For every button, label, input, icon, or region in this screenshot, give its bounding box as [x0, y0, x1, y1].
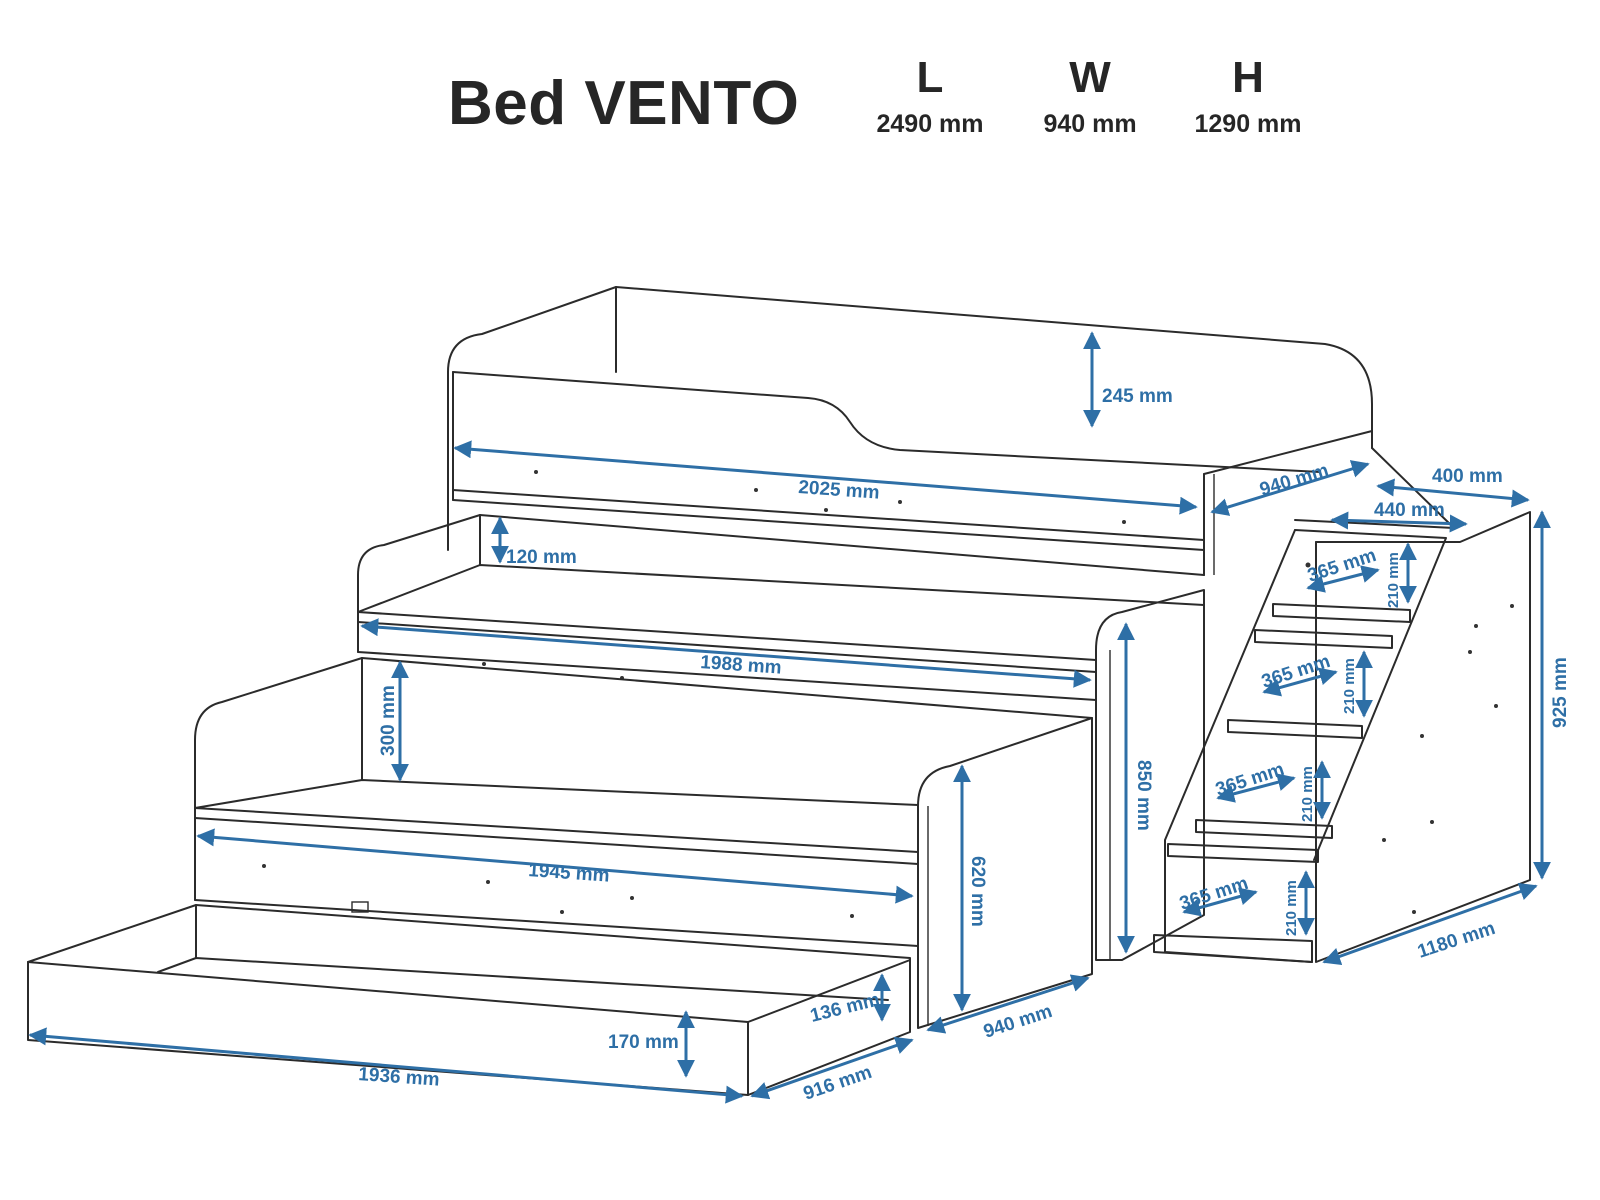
dimension-arrows — [28, 331, 1551, 1104]
label-drawer-length: 1936 mm — [358, 1064, 441, 1091]
label-step4-depth: 365 mm — [1177, 873, 1251, 915]
dimension-labels: 245 mm 2025 mm 940 mm 400 mm 440 mm 925 … — [358, 386, 1571, 1105]
product-title: Bed VENTO — [448, 69, 800, 138]
label-lower-width: 940 mm — [981, 1001, 1055, 1043]
label-stairs-top-depth: 400 mm — [1432, 466, 1503, 487]
label-drawer-width: 916 mm — [801, 1062, 875, 1105]
label-upper-length: 2025 mm — [798, 477, 881, 504]
overall-height-key: H — [1232, 53, 1264, 102]
label-upper-rail-height: 245 mm — [1102, 386, 1173, 407]
label-step2-depth: 365 mm — [1259, 651, 1333, 693]
label-stairs-step-depth: 440 mm — [1374, 500, 1445, 521]
label-lower-rail-height: 300 mm — [378, 685, 399, 756]
label-drawer-height: 170 mm — [608, 1032, 679, 1053]
label-middle-height: 850 mm — [1133, 760, 1154, 831]
label-stairs-height: 925 mm — [1550, 657, 1571, 728]
label-lower-height: 620 mm — [967, 856, 988, 927]
label-step3-height: 210 mm — [1299, 766, 1316, 822]
label-upper-width: 940 mm — [1257, 460, 1331, 501]
overall-width: W 940 mm — [1005, 52, 1175, 140]
label-step3-depth: 365 mm — [1213, 759, 1287, 801]
overall-width-key: W — [1069, 53, 1111, 102]
label-step1-height: 210 mm — [1385, 552, 1402, 608]
lower-bed — [194, 657, 1093, 1029]
label-middle-rail-height: 120 mm — [506, 547, 577, 568]
label-step2-height: 210 mm — [1341, 658, 1358, 714]
overall-length-value: 2490 mm — [876, 110, 984, 138]
label-lower-length: 1945 mm — [528, 860, 611, 887]
middle-bed — [357, 514, 1205, 961]
upper-bed — [447, 286, 1373, 576]
drawer — [27, 904, 911, 1096]
overall-length: L 2490 mm — [845, 52, 1015, 140]
overall-width-value: 940 mm — [1043, 110, 1137, 138]
overall-height-value: 1290 mm — [1194, 110, 1302, 138]
overall-height: H 1290 mm — [1163, 52, 1333, 140]
overall-length-key: L — [916, 53, 944, 102]
label-step4-height: 210 mm — [1283, 880, 1300, 936]
